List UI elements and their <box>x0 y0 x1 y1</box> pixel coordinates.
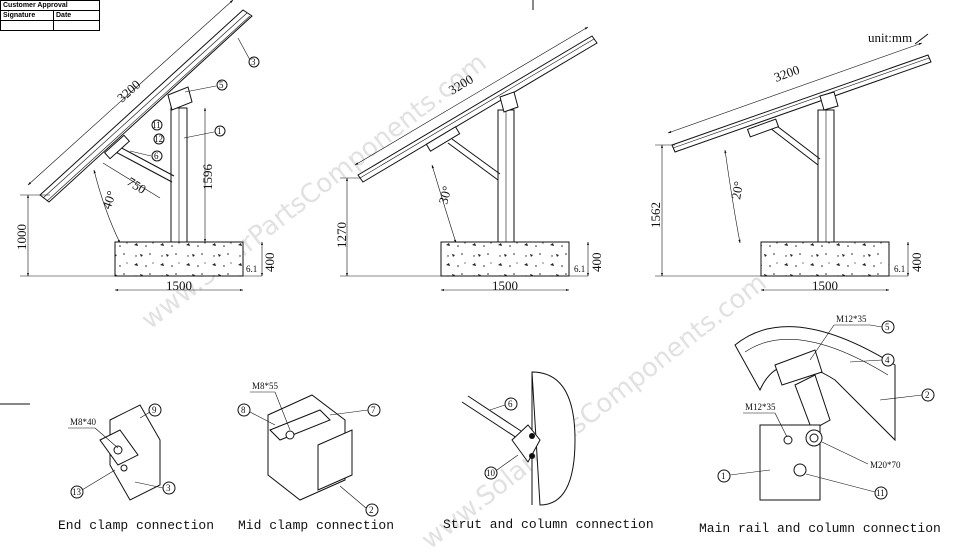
bolt-spec-top: M12*35 <box>836 314 867 324</box>
date-cell[interactable] <box>53 20 100 31</box>
elevation-20deg: 3200 20° 1562 400 6.1 1500 <box>648 42 932 293</box>
customer-approval-table: Customer Approval Signature Date <box>0 0 100 31</box>
callout-4: 4 <box>885 355 890 365</box>
callout-11: 11 <box>152 120 161 130</box>
signature-cell[interactable] <box>0 20 54 31</box>
level-tag: 6.1 <box>894 264 905 274</box>
detail-mid-clamp: M8*55 8 7 2 Mid clamp connection <box>237 381 394 533</box>
callout-7: 7 <box>371 405 376 415</box>
callout-1: 1 <box>721 471 726 481</box>
strut-length-dim: 750 <box>124 174 148 197</box>
bolt-spec-left: M12*35 <box>745 402 776 412</box>
tilt-angle: 20° <box>728 180 746 201</box>
detail-strut-column: 6 10 Strut and column connection <box>443 371 654 532</box>
bolt-spec: M8*55 <box>252 381 279 391</box>
caption-main-rail-column: Main rail and column connection <box>699 521 941 536</box>
callout-2: 2 <box>925 390 930 400</box>
callout-9: 9 <box>152 405 157 415</box>
panel-height-dim: 1270 <box>334 222 349 248</box>
caption-end-clamp: End clamp connection <box>58 518 214 533</box>
callout-10: 10 <box>486 468 496 478</box>
panel-length-dim: 3200 <box>114 77 143 106</box>
callout-5: 5 <box>219 80 224 90</box>
callout-6: 6 <box>508 399 513 409</box>
elevation-40deg: 3200 750 1596 40° 1000 400 6.1 1500 3 <box>14 0 277 293</box>
detail-main-rail-column: M12*35 5 4 2 M12*35 M20*70 1 11 Main rai… <box>699 314 941 536</box>
unit-label: unit:mm <box>868 30 912 45</box>
callout-11: 11 <box>876 488 885 498</box>
watermark: www.SolarPartsComponents.com <box>416 268 773 556</box>
bolt-spec-right: M20*70 <box>870 460 901 470</box>
foundation-height-dim: 400 <box>909 253 924 273</box>
callout-1: 1 <box>217 126 222 136</box>
foundation-width-dim: 1500 <box>166 278 192 293</box>
elevation-30deg: 3200 30° 1270 400 6.1 1500 <box>334 26 604 293</box>
callout-6: 6 <box>154 151 159 161</box>
level-tag: 6.1 <box>574 264 585 274</box>
callout-12: 12 <box>154 134 163 144</box>
foundation-width-dim: 1500 <box>492 278 518 293</box>
panel-length-dim: 3200 <box>772 62 802 85</box>
tilt-angle: 30° <box>435 184 454 205</box>
bolt-spec: M8*40 <box>70 417 97 427</box>
panel-height-dim: 1000 <box>14 224 29 250</box>
column-height-dim: 1596 <box>200 164 215 191</box>
detail-end-clamp: M8*40 9 13 3 End clamp connection <box>58 403 214 533</box>
callout-5: 5 <box>885 322 890 332</box>
foundation-width-dim: 1500 <box>812 278 838 293</box>
callout-3: 3 <box>166 483 171 493</box>
date-label: Date <box>53 10 100 21</box>
level-tag: 6.1 <box>246 264 257 274</box>
signature-label: Signature <box>0 10 54 21</box>
panel-height-dim: 1562 <box>648 202 663 228</box>
caption-strut-column: Strut and column connection <box>443 517 654 532</box>
tilt-angle: 40° <box>99 189 119 211</box>
callout-13: 13 <box>72 487 82 497</box>
callout-3: 3 <box>251 57 256 67</box>
foundation-height-dim: 400 <box>262 253 277 273</box>
caption-mid-clamp: Mid clamp connection <box>238 518 394 533</box>
foundation-height-dim: 400 <box>589 253 604 273</box>
callout-2: 2 <box>369 505 374 515</box>
callout-8: 8 <box>241 405 246 415</box>
approval-title: Customer Approval <box>0 0 100 11</box>
